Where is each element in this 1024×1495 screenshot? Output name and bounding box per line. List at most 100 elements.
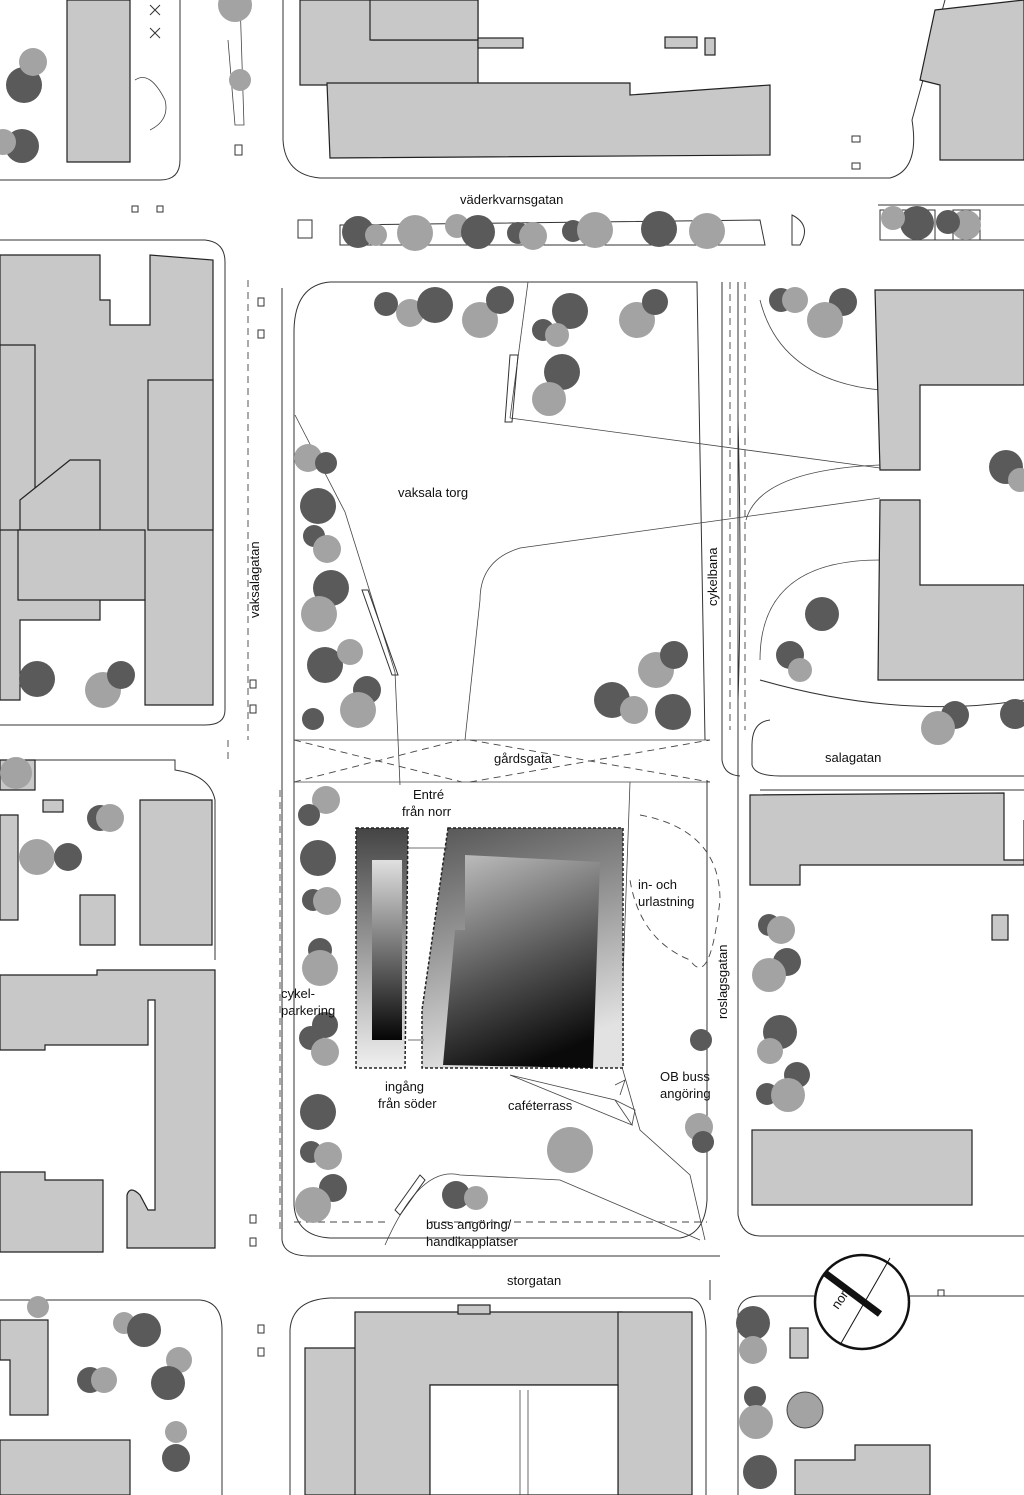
tree [294, 444, 322, 472]
street-label-storgatan: storgatan [507, 1273, 561, 1288]
tree [342, 216, 374, 248]
tree [19, 48, 47, 76]
tree [315, 452, 337, 474]
tree [690, 1029, 712, 1051]
tree [921, 711, 955, 745]
street-label-cykelbana: cykelbana [705, 547, 720, 606]
tree [340, 692, 376, 728]
tree [218, 0, 252, 22]
tree [313, 887, 341, 915]
street-label-gardsgata: gårdsgata [494, 751, 553, 766]
tree [782, 287, 808, 313]
tree [744, 1386, 766, 1408]
tree [127, 1313, 161, 1347]
tree [302, 950, 338, 986]
tree [19, 839, 55, 875]
label-lastning-1: in- och [638, 877, 677, 892]
tree [464, 1186, 488, 1210]
tree [900, 206, 934, 240]
tree [545, 323, 569, 347]
tree [752, 958, 786, 992]
label-lastning-2: urlastning [638, 894, 694, 909]
labels: väderkvarnsgatan vaksalagatan cykelbana … [247, 192, 881, 1288]
tree [739, 1336, 767, 1364]
tree [689, 213, 725, 249]
label-buss-1: buss angöring/ [426, 1217, 512, 1232]
tree [166, 1347, 192, 1373]
tree [881, 206, 905, 230]
place-label-vaksala-torg: vaksala torg [398, 485, 468, 500]
tree [300, 488, 336, 524]
street-label-vaksalagatan: vaksalagatan [247, 541, 262, 618]
tree [757, 1038, 783, 1064]
tree [374, 292, 398, 316]
tree [805, 597, 839, 631]
tree [313, 535, 341, 563]
tree [312, 786, 340, 814]
tree [165, 1421, 187, 1443]
tree [736, 1306, 770, 1340]
tree [532, 382, 566, 416]
tree [417, 287, 453, 323]
tree [54, 843, 82, 871]
tree [462, 302, 498, 338]
tree [786, 1391, 824, 1429]
tree [743, 1455, 777, 1489]
tree [295, 1187, 331, 1223]
tree [311, 1038, 339, 1066]
tree [302, 708, 324, 730]
tree [660, 641, 688, 669]
street-furniture [131, 4, 981, 1357]
tree [96, 804, 124, 832]
new-building [355, 827, 636, 1126]
tree [0, 129, 16, 155]
tree [300, 1094, 336, 1130]
label-buss-2: handikapplatser [426, 1234, 518, 1249]
tree [577, 212, 613, 248]
tree [641, 211, 677, 247]
tree [1008, 468, 1024, 492]
tree [229, 69, 251, 91]
label-cykel-2: parkering [281, 1003, 335, 1018]
tree [739, 1405, 773, 1439]
tree [151, 1366, 185, 1400]
tree [461, 215, 495, 249]
tree [91, 1367, 117, 1393]
tree [486, 286, 514, 314]
label-entre-norr-2: från norr [402, 804, 452, 819]
label-ob-buss-1: OB buss [660, 1069, 710, 1084]
tree [788, 658, 812, 682]
tree [27, 1296, 49, 1318]
tree [442, 1181, 470, 1209]
tree [337, 639, 363, 665]
tree [620, 696, 648, 724]
label-ingang-2: från söder [378, 1096, 437, 1111]
tree [300, 840, 336, 876]
tree [692, 1131, 714, 1153]
tree [314, 1142, 342, 1170]
tree [547, 1127, 593, 1173]
tree [365, 224, 387, 246]
tree [771, 1078, 805, 1112]
street-label-roslagsgatan: roslagsgatan [715, 945, 730, 1019]
tree [301, 596, 337, 632]
tree [298, 804, 320, 826]
label-entre-norr-1: Entré [413, 787, 444, 802]
tree [807, 302, 843, 338]
label-cykel-1: cykel- [281, 986, 315, 1001]
label-ingang-1: ingång [385, 1079, 424, 1094]
tree [642, 289, 668, 315]
tree [162, 1444, 190, 1472]
label-ob-buss-2: angöring [660, 1086, 711, 1101]
tree [1000, 699, 1024, 729]
tree [519, 222, 547, 250]
tree [396, 299, 424, 327]
tree [767, 916, 795, 944]
label-caferrass: caféterrass [508, 1098, 573, 1113]
tree [655, 694, 691, 730]
tree [107, 661, 135, 689]
